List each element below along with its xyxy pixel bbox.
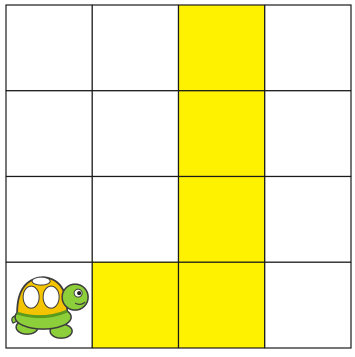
shell-spot xyxy=(43,286,59,308)
highlighted-cell-r2-c2[interactable] xyxy=(179,177,265,263)
grid-svg xyxy=(5,4,352,349)
highlighted-cell-r3-c2[interactable] xyxy=(179,262,265,348)
grid-cell-r1-c0[interactable] xyxy=(6,91,92,177)
grid-cell-r1-c1[interactable] xyxy=(92,91,178,177)
turtle-pupil xyxy=(77,291,81,295)
highlighted-cell-r3-c1[interactable] xyxy=(92,262,178,348)
grid-cell-r3-c3[interactable] xyxy=(265,262,351,348)
grid-cell-r2-c0[interactable] xyxy=(6,177,92,263)
grid-cell-r0-c3[interactable] xyxy=(265,5,351,91)
shell-spot xyxy=(32,277,50,285)
grid-cell-r2-c3[interactable] xyxy=(265,177,351,263)
grid-cell-r0-c1[interactable] xyxy=(92,5,178,91)
highlighted-cell-r1-c2[interactable] xyxy=(179,91,265,177)
turtle-head xyxy=(62,284,88,310)
game-board xyxy=(5,4,352,349)
shell-spot xyxy=(23,286,39,308)
highlighted-cell-r0-c2[interactable] xyxy=(179,5,265,91)
grid-cell-r2-c1[interactable] xyxy=(92,177,178,263)
grid-cell-r1-c3[interactable] xyxy=(265,91,351,177)
grid-cell-r0-c0[interactable] xyxy=(6,5,92,91)
